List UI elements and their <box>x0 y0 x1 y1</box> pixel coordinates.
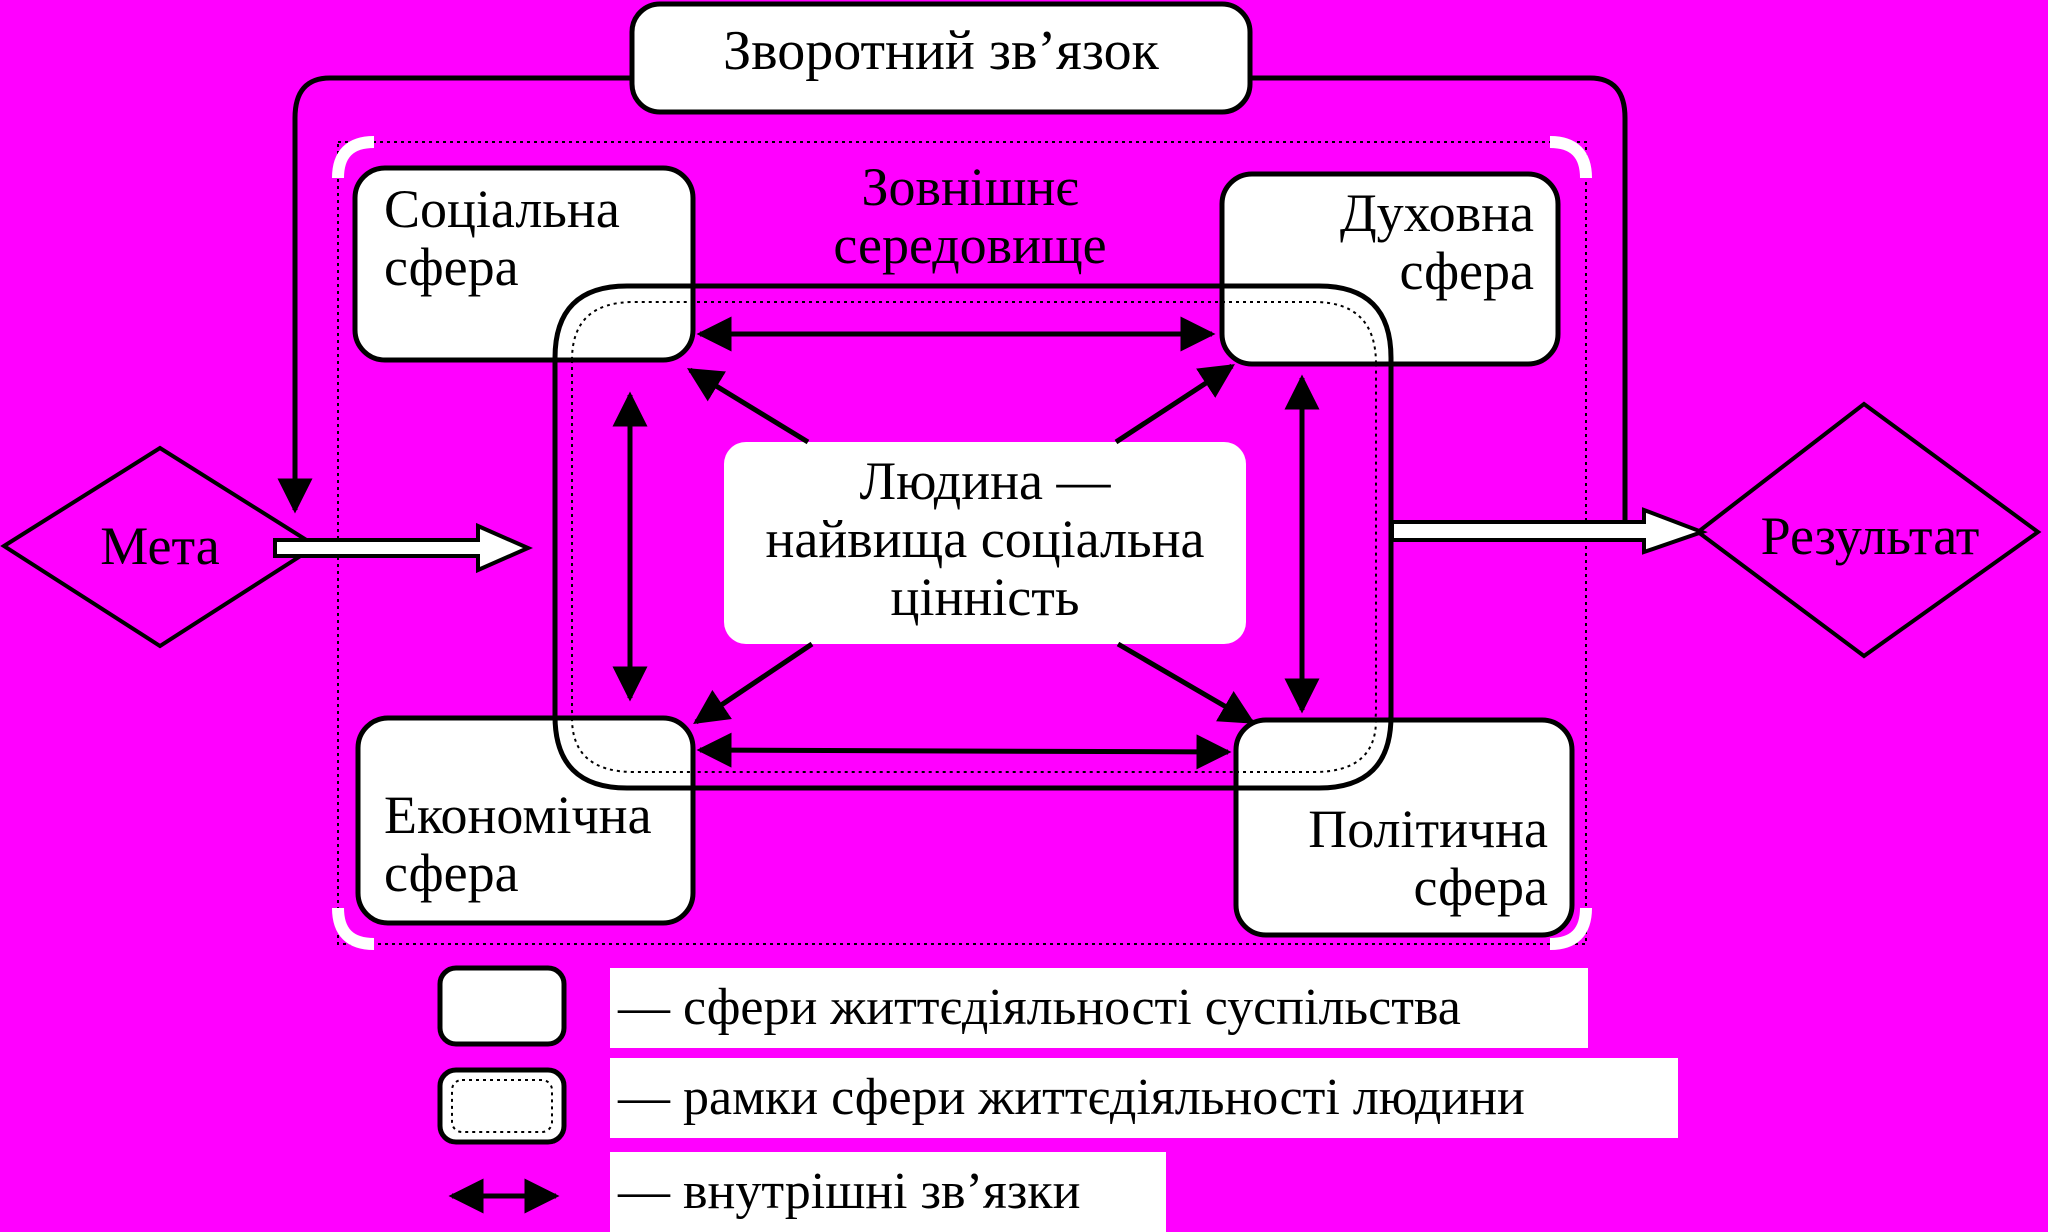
economic-line-2: сфера <box>384 843 519 903</box>
legend-links-text: — внутрішні зв’язки <box>610 1152 1166 1232</box>
feedback-label: Зворотний зв’язок <box>723 20 1159 82</box>
social-line-1: Соціальна <box>384 179 620 239</box>
center-line-2: найвища соціальна <box>765 509 1205 569</box>
legend-spheres-text: — сфери життєдіяльності суспільства <box>610 968 1588 1048</box>
environment-line-1: Зовнішнє <box>861 157 1079 217</box>
link-center-spiritual <box>1114 363 1235 445</box>
political-sphere-label: Політична сфера <box>1250 800 1548 916</box>
center-box <box>724 442 1246 644</box>
feedback-loop-line <box>277 75 632 514</box>
feedback-loop-line-right <box>1250 75 1628 528</box>
economic-line-1: Економічна <box>384 785 652 845</box>
social-line-2: сфера <box>384 237 519 297</box>
result-label: Результат <box>1760 506 1980 566</box>
legend-sphere-swatch <box>437 965 567 1047</box>
spiritual-sphere-label: Духовна сфера <box>1250 184 1534 300</box>
spiritual-line-1: Духовна <box>1339 183 1534 243</box>
center-line-3: цінність <box>890 567 1080 627</box>
environment-line-2: середовище <box>833 215 1107 275</box>
link-center-social <box>687 367 810 445</box>
economic-sphere-box <box>355 715 696 926</box>
goal-label: Мета <box>100 516 220 576</box>
center-line-1: Людина — <box>859 451 1111 511</box>
link-center-economic <box>693 641 814 725</box>
result-output-arrow <box>1390 507 1708 555</box>
result-diamond <box>1694 401 2042 659</box>
legend-frame-text: — рамки сфери життєдіяльності людини <box>610 1058 1678 1138</box>
legend-frame-swatch-dots <box>451 1079 553 1133</box>
political-line-1: Політична <box>1308 799 1548 859</box>
political-sphere-box <box>1233 717 1575 938</box>
link-economic-political <box>696 732 1232 770</box>
legend-frame-swatch <box>437 1067 567 1145</box>
economic-sphere-label: Економічна сфера <box>384 786 652 902</box>
social-sphere-label: Соціальна сфера <box>384 180 620 296</box>
social-sphere-box <box>352 165 696 363</box>
political-line-2: сфера <box>1413 857 1548 917</box>
link-center-political <box>1116 641 1256 725</box>
environment-label: Зовнішнє середовище <box>760 158 1180 274</box>
feedback-box <box>629 1 1253 115</box>
spiritual-line-2: сфера <box>1399 241 1534 301</box>
human-frame-overlay <box>552 283 1394 791</box>
goal-input-arrow <box>273 522 533 574</box>
center-label: Людина — найвища соціальна цінність <box>724 452 1246 626</box>
